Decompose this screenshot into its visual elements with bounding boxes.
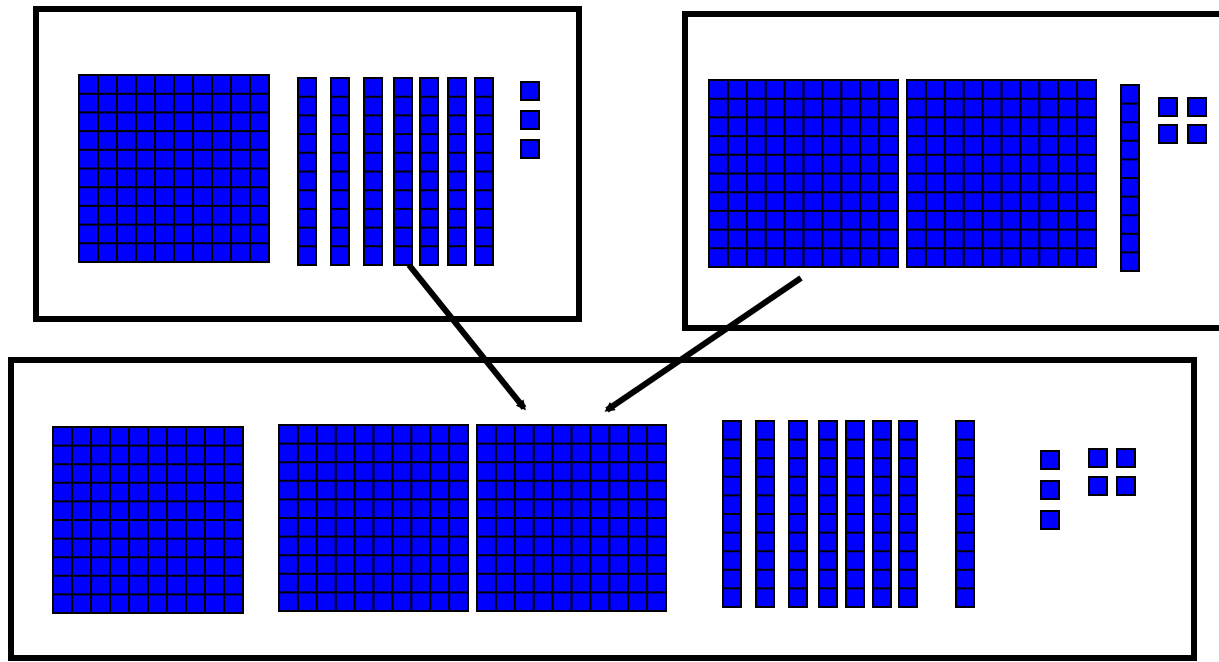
one-cube	[1040, 450, 1060, 470]
hundred-block	[278, 424, 469, 612]
hundred-block	[708, 79, 899, 268]
one-cube	[520, 110, 540, 130]
ten-rod	[755, 420, 775, 608]
ten-rod	[872, 420, 892, 608]
ten-rod	[722, 420, 742, 608]
ten-rod	[419, 77, 439, 266]
hundred-block	[906, 79, 1097, 268]
one-cube	[1116, 476, 1136, 496]
one-cube	[1116, 448, 1136, 468]
ten-rod	[818, 420, 838, 608]
one-cube	[1187, 97, 1207, 117]
one-cube	[1158, 124, 1178, 144]
arrow-right-to-sum	[604, 275, 803, 413]
one-cube	[1088, 476, 1108, 496]
addend-left-box	[33, 6, 582, 322]
ten-rod	[788, 420, 808, 608]
one-cube	[520, 139, 540, 159]
ten-rod	[1120, 84, 1140, 272]
ten-rod	[955, 420, 975, 608]
one-cube	[1088, 448, 1108, 468]
arrow-left-to-sum	[406, 263, 527, 411]
hundred-block	[78, 74, 270, 263]
ten-rod	[845, 420, 865, 608]
one-cube	[1158, 97, 1178, 117]
ten-rod	[898, 420, 918, 608]
one-cube	[1040, 510, 1060, 530]
ten-rod	[297, 77, 317, 266]
sum-box	[8, 357, 1197, 661]
ten-rod	[474, 77, 494, 266]
one-cube	[1187, 124, 1207, 144]
hundred-block	[52, 426, 244, 614]
ten-rod	[330, 77, 350, 266]
one-cube	[520, 81, 540, 101]
ten-rod	[363, 77, 383, 266]
ten-rod	[447, 77, 467, 266]
hundred-block	[476, 424, 667, 612]
one-cube	[1040, 480, 1060, 500]
addend-right-box	[682, 11, 1219, 331]
ten-rod	[393, 77, 413, 266]
